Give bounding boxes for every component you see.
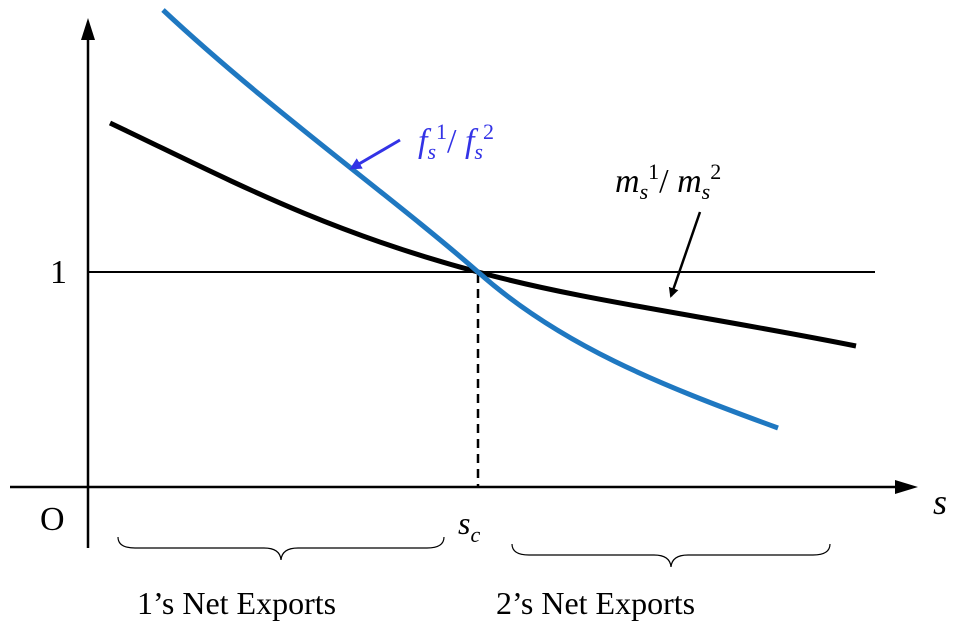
region-label-2: 2’s Net Exports	[496, 585, 695, 621]
crossing-point-label: sc	[458, 505, 480, 547]
region-label-1: 1’s Net Exports	[137, 585, 336, 621]
region-brace-2	[511, 543, 831, 568]
y-tick-label-one: 1	[50, 254, 67, 291]
crossing-point-subscript: c	[470, 522, 480, 547]
crossing-point-symbol: s	[458, 505, 470, 541]
x-axis-label: s	[933, 482, 947, 522]
origin-label: O	[40, 501, 65, 538]
y-axis-arrowhead	[81, 18, 95, 40]
curve-ms-ratio	[108, 120, 857, 349]
fs-label-pointer-arrow	[349, 138, 401, 170]
x-axis-arrowhead	[895, 480, 918, 494]
region-brace-1	[117, 536, 445, 561]
curve-ms-ratio-label: ms1/ ms2	[615, 159, 721, 204]
ms-label-pointer-arrow	[668, 211, 702, 298]
curve-fs-ratio	[161, 8, 779, 431]
curve-fs-ratio-label: fs1/ fs2	[418, 119, 494, 164]
